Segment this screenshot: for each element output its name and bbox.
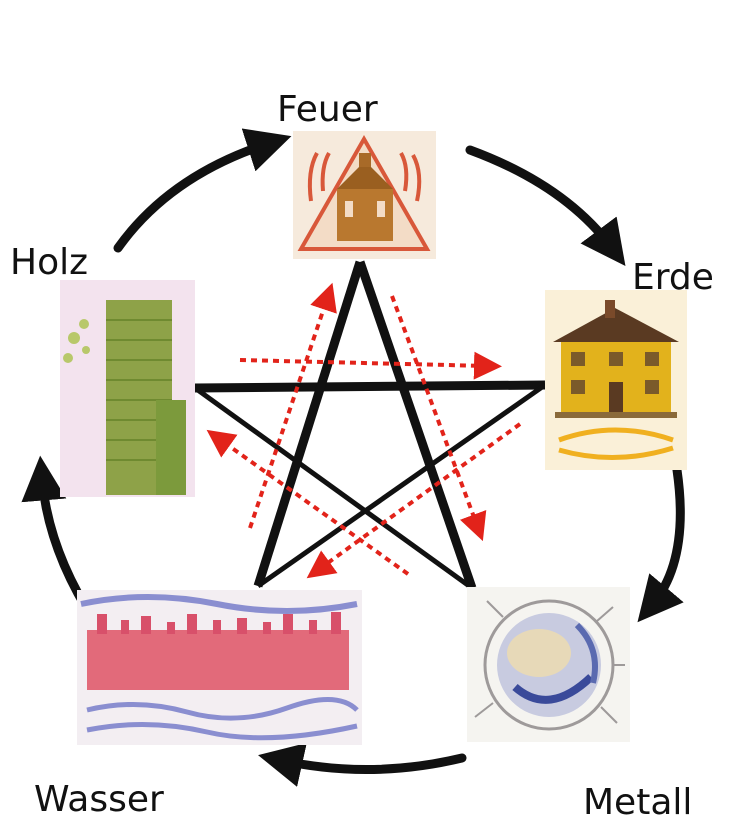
label-metall: Metall [583,782,693,823]
control-arrows [206,282,522,579]
label-wasser: Wasser [34,779,164,820]
wasser-image [77,590,362,745]
arrow-feuer-to-erde [465,145,626,267]
holz-image [60,280,195,497]
arrow-metall-to-wasser [258,742,467,787]
label-holz: Holz [10,242,88,283]
pentagram [193,260,547,591]
feuer-image [293,131,436,259]
control-arrow-4 [206,429,410,576]
metall-image [467,587,630,742]
erde-image [545,290,687,470]
label-feuer: Feuer [277,89,378,130]
label-erde: Erde [632,257,714,298]
control-arrow-5 [248,282,337,529]
arrow-holz-to-feuer [113,128,292,253]
control-arrow-1 [239,351,502,380]
control-arrow-3 [306,422,522,579]
arrow-erde-to-metall [637,465,685,623]
control-arrow-2 [390,295,487,542]
